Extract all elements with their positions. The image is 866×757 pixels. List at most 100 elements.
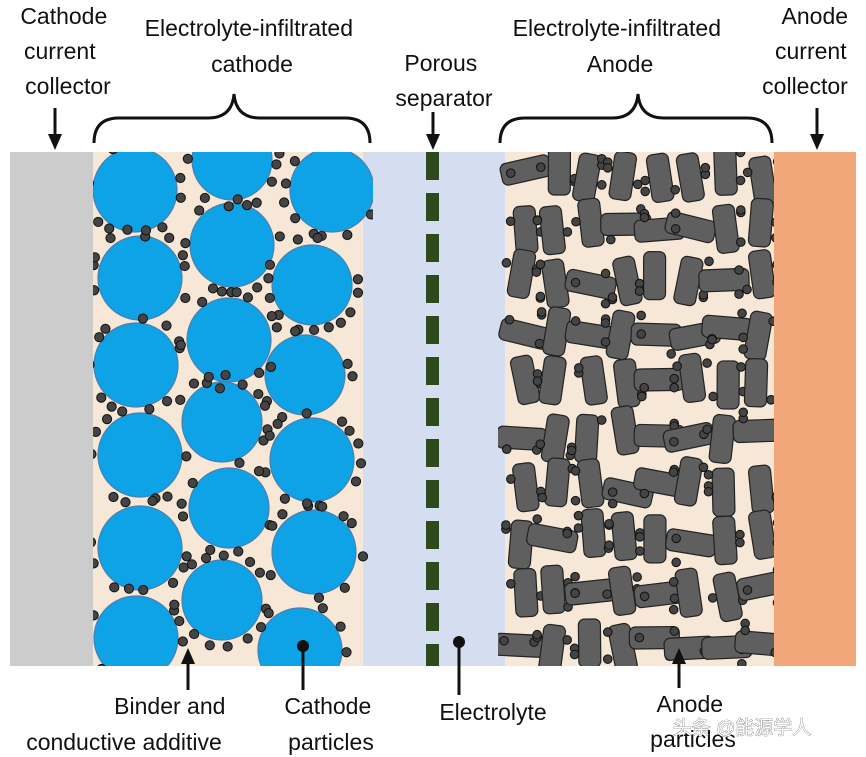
additive-particle — [342, 229, 353, 241]
additive-particle — [175, 172, 186, 184]
additive-particle — [637, 391, 647, 402]
additive-particle — [737, 308, 747, 319]
additive-particle — [265, 569, 276, 581]
additive-particle — [93, 426, 101, 438]
additive-particle — [607, 487, 618, 497]
additive-particle — [261, 125, 270, 134]
additive-particle — [562, 227, 573, 237]
additive-particle — [175, 394, 186, 406]
additive-particle — [290, 326, 301, 337]
additive-particle — [357, 551, 369, 562]
additive-particle — [352, 274, 364, 285]
additive-particle — [636, 329, 646, 339]
additive-particle — [93, 610, 99, 621]
additive-particle — [264, 292, 275, 304]
anode-particle — [711, 467, 736, 517]
watermark-text: 头条 @能源学人 — [673, 717, 812, 739]
additive-particle — [742, 585, 753, 595]
binder-pointer-icon — [181, 648, 195, 690]
additive-particle — [671, 533, 681, 544]
additive-particle — [600, 318, 611, 328]
additive-particle — [313, 592, 325, 603]
anode-particle — [642, 251, 667, 301]
anode-particle — [743, 358, 769, 408]
anode-particle — [716, 360, 740, 410]
additive-particle — [707, 334, 717, 345]
additive-particle — [671, 557, 681, 568]
additive-particle — [137, 313, 149, 324]
additive-particle — [350, 476, 362, 487]
anode-particle — [708, 413, 736, 465]
additive-particle — [271, 159, 282, 170]
additive-particle — [140, 225, 152, 236]
anode-particle — [544, 457, 571, 508]
additive-particle — [506, 474, 516, 484]
additive-particle — [672, 361, 682, 371]
anode-particle — [610, 511, 638, 562]
additive-particle — [108, 152, 118, 155]
separator-segment — [426, 398, 439, 426]
additive-particle — [639, 591, 650, 602]
additive-particle — [639, 488, 650, 499]
additive-particle — [668, 577, 679, 587]
additive-particle — [734, 289, 744, 299]
additive-particle — [223, 201, 234, 212]
additive-particle — [96, 392, 107, 403]
additive-particle — [277, 509, 288, 520]
additive-particle — [109, 674, 118, 683]
additive-particle — [668, 604, 679, 615]
cathode-particle — [191, 152, 273, 201]
additive-particle — [205, 544, 216, 556]
additive-particle — [635, 546, 645, 556]
cathode-particles-layer — [93, 125, 373, 683]
additive-particle — [188, 378, 200, 389]
additive-particle — [639, 382, 649, 393]
additive-particle — [157, 222, 168, 233]
additive-particle — [207, 283, 219, 294]
additive-particle — [535, 259, 546, 270]
additive-particle — [708, 391, 718, 402]
additive-particle — [179, 260, 190, 272]
additive-particle — [117, 406, 128, 417]
additive-particle — [771, 217, 774, 227]
additive-particle — [602, 654, 613, 664]
additive-particle — [607, 498, 618, 509]
anode-particle — [674, 567, 703, 618]
additive-particle — [501, 520, 511, 530]
separator-segment — [426, 480, 439, 508]
additive-particle — [355, 458, 367, 469]
additive-particle — [353, 438, 364, 449]
additive-particle — [607, 292, 618, 303]
additive-particle — [669, 436, 679, 447]
additive-particle — [570, 571, 580, 582]
additive-particle — [570, 277, 581, 288]
additive-particle — [342, 358, 353, 369]
additive-particle — [669, 382, 679, 393]
additive-particle — [189, 628, 200, 640]
anode-particles-pointer-icon — [672, 648, 686, 688]
additive-particle — [535, 291, 546, 302]
additive-particle — [177, 636, 188, 647]
anode-particle — [577, 618, 602, 666]
additive-particle — [562, 528, 573, 539]
additive-particle — [702, 424, 712, 435]
additive-particle — [569, 649, 580, 660]
additive-particle — [698, 462, 709, 473]
additive-particle — [532, 215, 543, 226]
cathode-particle — [97, 505, 183, 591]
additive-particle — [120, 497, 131, 508]
additive-particle — [736, 237, 746, 247]
additive-particle — [93, 537, 97, 547]
cathode-particle — [186, 297, 272, 383]
additive-particle — [349, 141, 358, 150]
additive-particle — [707, 593, 718, 603]
additive-particle — [573, 363, 584, 373]
additive-particle — [125, 139, 134, 148]
additive-particle — [640, 175, 650, 186]
separator-segment — [426, 562, 439, 590]
cathode-particle — [271, 244, 353, 326]
additive-particle — [570, 466, 581, 476]
additive-particle — [570, 588, 580, 599]
additive-particle — [242, 292, 254, 303]
additive-particle — [532, 376, 543, 386]
